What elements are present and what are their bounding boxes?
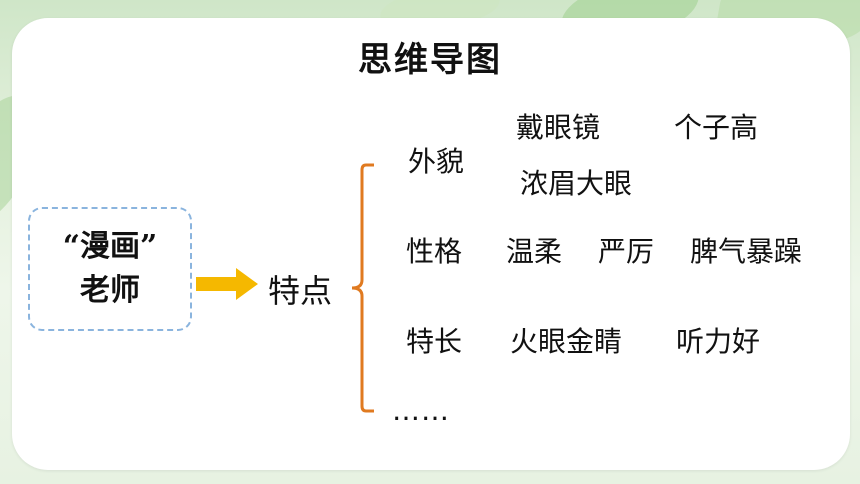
branch-category-specialty: 特长	[406, 325, 463, 358]
branch-item: 个子高	[674, 111, 759, 144]
branch-item: 火眼金睛	[510, 325, 623, 358]
central-topic-line1: “漫画”	[62, 229, 158, 264]
content-card	[12, 18, 850, 470]
right-arrow-icon	[196, 268, 258, 300]
branch-category-personality: 性格	[406, 235, 463, 268]
branch-item: 浓眉大眼	[520, 167, 633, 200]
central-topic-line2: 老师	[80, 273, 140, 308]
branch-category-appearance: 外貌	[408, 145, 465, 178]
ellipsis: ……	[392, 394, 450, 427]
branch-item: 严厉	[598, 235, 655, 268]
branch-item: 脾气暴躁	[690, 235, 803, 268]
trait-heading: 特点	[268, 272, 333, 310]
central-topic-box: “漫画” 老师	[28, 207, 192, 331]
page-title: 思维导图	[358, 40, 502, 80]
branch-item: 温柔	[506, 235, 563, 268]
branch-item: 听力好	[676, 325, 761, 358]
brace-connector	[351, 163, 374, 413]
branch-item: 戴眼镜	[516, 111, 601, 144]
